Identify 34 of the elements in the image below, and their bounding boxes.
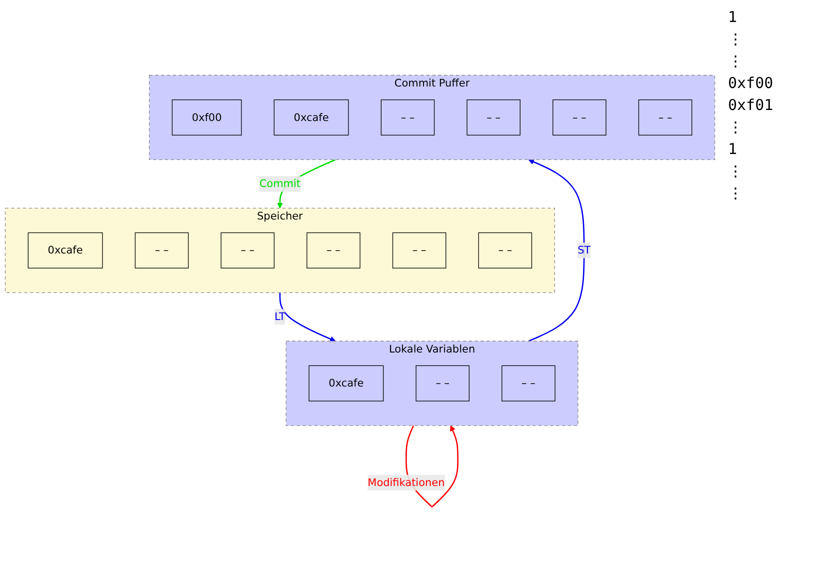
edge-label: Commit <box>259 177 301 190</box>
row-label: ⋮ <box>728 52 744 70</box>
arrow <box>528 159 585 342</box>
row-label: 1 <box>728 140 738 158</box>
diagram: Modifikationen LT ST Commit Commit Puffer 0xf00 0xcafe – – – – – – – – Speicher 0xcafe – – – – – – – – – – Lokale Variablen 0xcafe – – – – <box>0 70 720 512</box>
row-label: 1 <box>728 8 738 26</box>
row-label: ⋮ <box>728 118 744 136</box>
row-label: ⋮ <box>728 162 744 180</box>
cluster <box>286 340 578 426</box>
node-box <box>274 99 349 136</box>
node-box <box>392 232 446 268</box>
node-box <box>28 232 103 268</box>
node-box <box>306 232 360 268</box>
row-label: 0xf00 <box>728 74 774 92</box>
node-box <box>134 232 189 268</box>
cluster <box>148 74 716 160</box>
node-box <box>466 99 520 136</box>
edge-label: ST <box>578 244 591 256</box>
node-box <box>552 99 606 136</box>
node-box <box>478 232 532 268</box>
arrow <box>279 292 336 342</box>
node-box <box>308 365 384 402</box>
row-label: ⋮ <box>728 30 744 48</box>
node-box <box>380 99 435 136</box>
edge-label: LT <box>274 310 286 323</box>
node-box <box>172 99 242 136</box>
node-box <box>220 232 274 268</box>
node-box <box>502 365 556 402</box>
row-label: ⋮ <box>728 184 744 202</box>
row-label: 0xf01 <box>728 96 774 114</box>
edge-label: Modifikationen <box>368 476 445 488</box>
node-box <box>638 99 692 136</box>
cluster <box>4 208 555 293</box>
node-box <box>416 365 470 402</box>
